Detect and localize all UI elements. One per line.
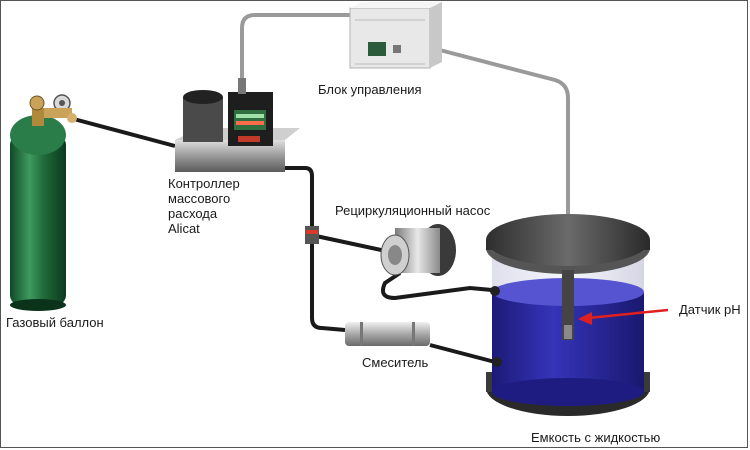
tube-tee-to-mixer	[310, 242, 346, 332]
ph-sensor-label: Датчик pH	[679, 302, 741, 317]
control-unit	[349, 2, 442, 69]
cable-controller-to-control-unit	[240, 13, 350, 92]
cable-control-unit-to-ph-sensor	[431, 46, 570, 215]
controller-label-line2: массового	[168, 191, 231, 206]
recirculation-pump-label: Рециркуляционный насос	[335, 203, 491, 218]
tube-controller-to-tee	[282, 166, 314, 228]
liquid-tank-label: Емкость с жидкостью	[531, 430, 661, 445]
mixer	[345, 322, 430, 346]
mass-flow-controller	[175, 78, 300, 172]
tube-mixer-to-tank	[429, 343, 496, 364]
control-unit-label: Блок управления	[318, 82, 422, 97]
liquid-tank	[486, 214, 650, 416]
controller-label-line1: Контроллер	[168, 176, 240, 191]
recirculation-pump	[380, 224, 456, 276]
mass-flow-controller-label: Контроллер массового расхода Alicat	[168, 176, 258, 236]
gas-cylinder	[10, 94, 77, 311]
tee-fitting	[305, 226, 319, 244]
controller-label-line4: Alicat	[168, 221, 200, 236]
tube-pump-to-tank	[381, 271, 493, 301]
gas-cylinder-label: Газовый баллон	[6, 315, 104, 330]
mixer-label: Смеситель	[362, 355, 429, 370]
ph-arrow	[578, 308, 669, 325]
tube-cylinder-to-controller	[69, 116, 176, 148]
controller-label-line3: расхода	[168, 206, 218, 221]
